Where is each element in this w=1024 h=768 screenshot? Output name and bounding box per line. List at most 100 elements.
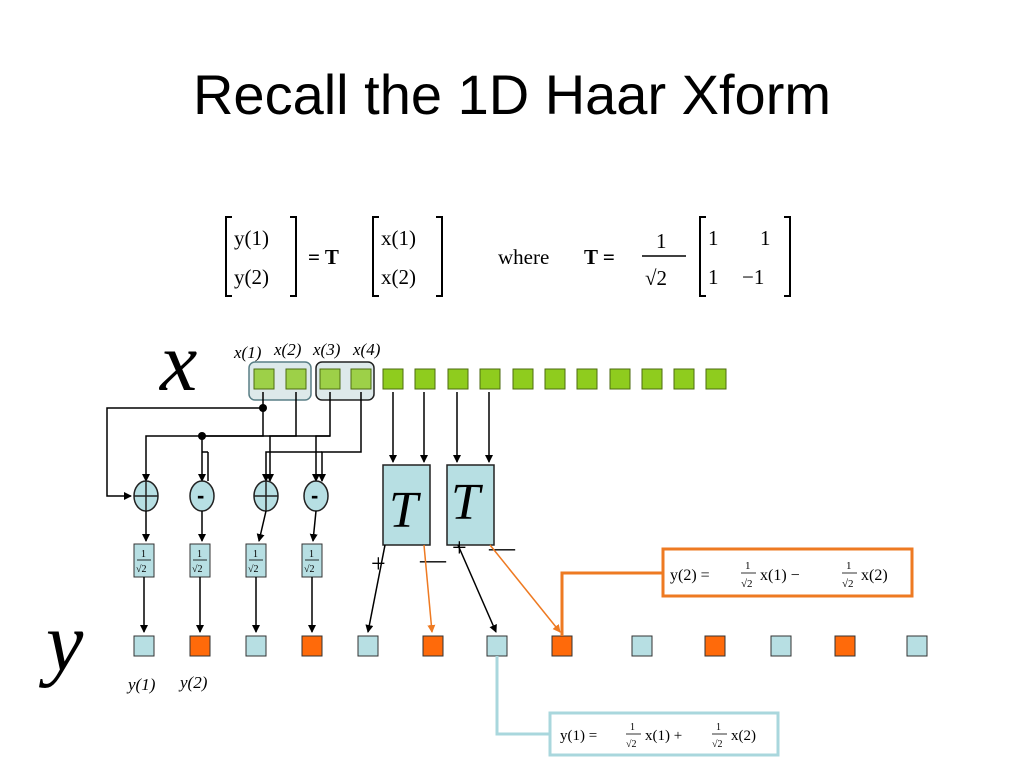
- y1-label: y(1): [126, 675, 156, 694]
- subtract-sign: -: [197, 483, 204, 508]
- x2-label: x(2): [273, 340, 302, 359]
- y2-label: y(2): [178, 673, 208, 692]
- y-sample: [551, 635, 573, 657]
- svg-text:√2: √2: [136, 564, 147, 575]
- x-sample: [479, 368, 501, 390]
- x-sample: [641, 368, 663, 390]
- T-output-signs: + — + —: [371, 533, 516, 578]
- y1-callout-connector: [495, 656, 550, 736]
- T-block-label: T: [451, 474, 483, 531]
- subtract-sign: -: [311, 483, 318, 508]
- T-block-label: T: [389, 482, 421, 539]
- adder-node-2: [253, 480, 279, 512]
- x-sample: [350, 368, 372, 390]
- haar-equation: y(1) y(2) = T x(1) x(2) where T = 1 √2 1…: [225, 216, 791, 297]
- svg-text:1: 1: [630, 722, 635, 733]
- eq-lhs-bottom: y(2): [234, 265, 269, 289]
- x-sample: [447, 368, 469, 390]
- svg-text:√2: √2: [304, 564, 315, 575]
- scale-box: 1 √2: [245, 543, 267, 578]
- y-sample: [133, 635, 155, 657]
- x-sample: [253, 368, 275, 390]
- x-sample: [414, 368, 436, 390]
- y-sample: [357, 635, 379, 657]
- svg-text:x(2): x(2): [731, 728, 756, 744]
- eq-m12: 1: [760, 226, 771, 250]
- scale-to-y-arrows: [140, 577, 316, 633]
- y-sample: [301, 635, 323, 657]
- x-sample: [319, 368, 341, 390]
- eq-m21: 1: [708, 265, 719, 289]
- y2-formula-callout: y(2) = 1 √2 x(1) − 1 √2 x(2): [661, 547, 914, 598]
- x-sample: [544, 368, 566, 390]
- junction-dot: [259, 404, 267, 412]
- scale-box: 1 √2: [189, 543, 211, 578]
- svg-text:1: 1: [846, 560, 852, 572]
- x-signal-label: x: [158, 316, 197, 409]
- svg-text:1: 1: [716, 722, 721, 733]
- x-sample: [576, 368, 598, 390]
- page-title: Recall the 1D Haar Xform: [192, 63, 831, 126]
- y-sample: [704, 635, 726, 657]
- T-block-2: T: [446, 464, 495, 546]
- T-block-1: T: [382, 464, 431, 546]
- x-sample: [705, 368, 727, 390]
- minus-sign: —: [419, 545, 447, 574]
- eq-m22: −1: [742, 265, 764, 289]
- svg-text:1: 1: [197, 549, 202, 560]
- svg-text:y(1) =: y(1) =: [560, 728, 597, 744]
- svg-text:√2: √2: [626, 739, 637, 750]
- svg-text:1: 1: [309, 549, 314, 560]
- node-to-scale-arrows: [142, 510, 318, 542]
- eq-m11: 1: [708, 226, 719, 250]
- x-index-labels: x(1) x(2) x(3) x(4): [233, 340, 381, 362]
- y-sample: [631, 635, 653, 657]
- eq-rhs-bottom: x(2): [381, 265, 416, 289]
- svg-text:x(1) +: x(1) +: [645, 728, 682, 744]
- eq-frac-num: 1: [656, 229, 667, 253]
- svg-text:1: 1: [253, 549, 258, 560]
- eq-rhs-top: x(1): [381, 226, 416, 250]
- svg-text:1: 1: [141, 549, 146, 560]
- subtract-node-1: -: [189, 480, 215, 512]
- x1-label: x(1): [233, 343, 262, 362]
- svg-text:y(2) =: y(2) =: [670, 567, 710, 584]
- eq-frac-den: √2: [645, 266, 667, 290]
- y-sample: [422, 635, 444, 657]
- scale-boxes: 1 √2 1 √2 1 √2 1 √2: [133, 543, 323, 578]
- svg-text:√2: √2: [248, 564, 259, 575]
- svg-text:√2: √2: [741, 578, 753, 590]
- plus-sign: +: [371, 549, 386, 578]
- scale-box: 1 √2: [133, 543, 155, 578]
- x-input-row: [253, 368, 727, 390]
- x-sample: [382, 368, 404, 390]
- svg-text:√2: √2: [712, 739, 723, 750]
- x-sample: [673, 368, 695, 390]
- y-sample: [906, 635, 928, 657]
- junction-dot: [198, 432, 206, 440]
- y-output-row: [133, 635, 928, 657]
- y-index-labels: y(1) y(2): [126, 673, 208, 694]
- eq-lhs-top: y(1): [234, 226, 269, 250]
- svg-text:1: 1: [745, 560, 751, 572]
- eq-equals-T: = T: [308, 245, 339, 269]
- y-sample: [245, 635, 267, 657]
- svg-text:x(2): x(2): [861, 567, 888, 584]
- svg-text:x(1) −: x(1) −: [760, 567, 800, 584]
- scale-box: 1 √2: [301, 543, 323, 578]
- x-sample: [285, 368, 307, 390]
- y-signal-label: y: [38, 596, 84, 689]
- y2-callout-connector: [560, 571, 663, 636]
- T-to-y-arrows: [365, 544, 561, 633]
- svg-text:√2: √2: [192, 564, 203, 575]
- eq-T-def: T =: [584, 245, 615, 269]
- subtract-node-2: -: [303, 480, 329, 512]
- y1-formula-callout: y(1) = 1 √2 x(1) + 1 √2 x(2): [548, 711, 780, 757]
- adder-node-1: [133, 480, 159, 512]
- x-sample: [512, 368, 534, 390]
- y-sample: [834, 635, 856, 657]
- x-to-T-arrows: [389, 392, 493, 463]
- x4-label: x(4): [352, 340, 381, 359]
- x3-label: x(3): [312, 340, 341, 359]
